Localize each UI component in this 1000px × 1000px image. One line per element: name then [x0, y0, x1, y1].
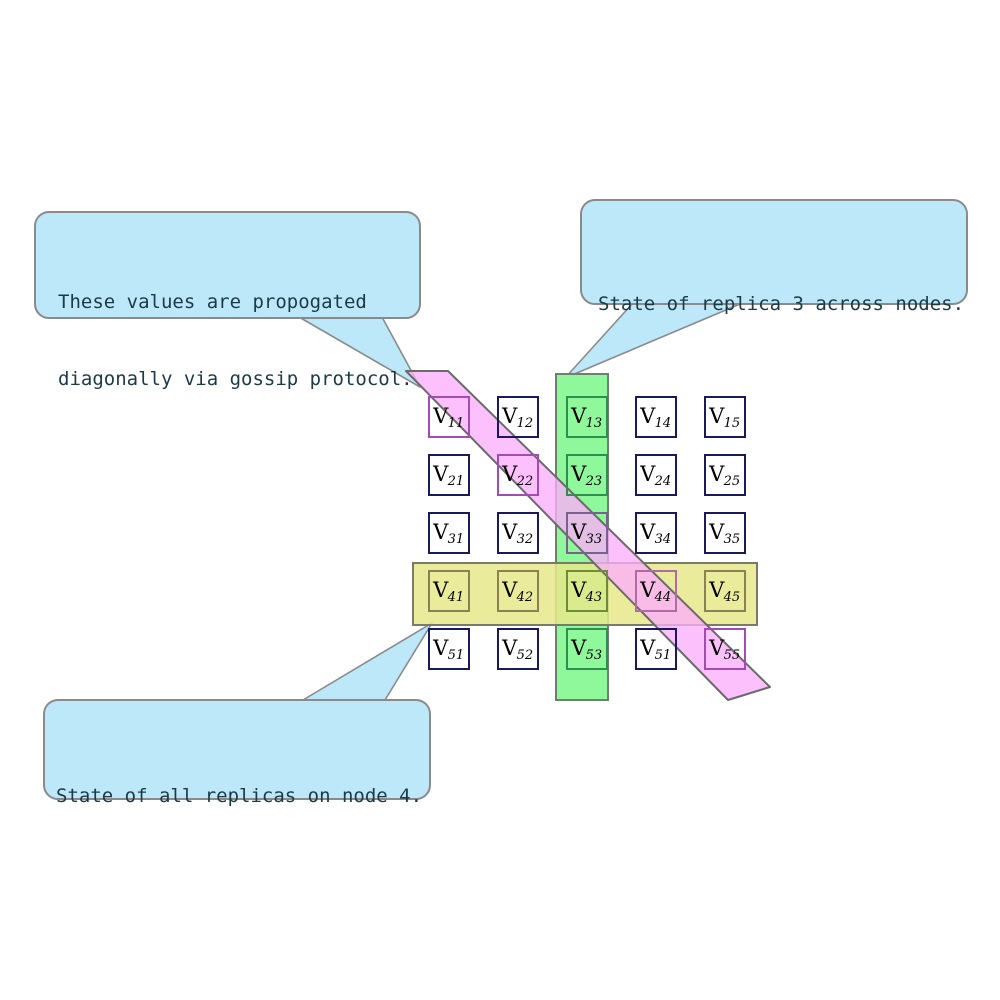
node4-callout-text: State of all replicas on node 4. — [56, 733, 422, 861]
value-cell-label: V11 — [433, 403, 465, 431]
value-cell-label: V42 — [502, 577, 534, 605]
value-cell-v45[interactable]: V45 — [704, 570, 746, 612]
value-cell-label: V53 — [571, 635, 603, 663]
value-cell-label: V44 — [640, 577, 672, 605]
value-cell-v25[interactable]: V25 — [704, 454, 746, 496]
value-cell-label: V12 — [502, 403, 534, 431]
value-cell-v22[interactable]: V22 — [497, 454, 539, 496]
value-cell-label: V32 — [502, 519, 534, 547]
value-cell-v24[interactable]: V24 — [635, 454, 677, 496]
value-cell-v14[interactable]: V14 — [635, 396, 677, 438]
value-cell-label: V51 — [433, 635, 465, 663]
value-cell-v41[interactable]: V41 — [428, 570, 470, 612]
value-cell-v52[interactable]: V52 — [497, 628, 539, 670]
value-cell-v51[interactable]: V51 — [428, 628, 470, 670]
value-cell-label: V45 — [709, 577, 741, 605]
value-cell-v53[interactable]: V53 — [566, 628, 608, 670]
value-cell-v21[interactable]: V21 — [428, 454, 470, 496]
value-cell-label: V21 — [433, 461, 465, 489]
replica3-callout-text: State of replica 3 across nodes. — [598, 241, 965, 369]
value-cell-label: V35 — [709, 519, 741, 547]
value-cell-v13[interactable]: V13 — [566, 396, 608, 438]
value-cell-v33[interactable]: V33 — [566, 512, 608, 554]
value-cell-v15[interactable]: V15 — [704, 396, 746, 438]
value-cell-label: V55 — [709, 635, 741, 663]
value-cell-v32[interactable]: V32 — [497, 512, 539, 554]
value-cell-v44[interactable]: V44 — [635, 570, 677, 612]
value-cell-v34[interactable]: V34 — [635, 512, 677, 554]
value-cell-label: V52 — [502, 635, 534, 663]
value-cell-label: V41 — [433, 577, 465, 605]
value-cell-v43[interactable]: V43 — [566, 570, 608, 612]
gossip-callout-line-2: diagonally via gossip protocol. — [58, 368, 413, 391]
value-cell-label: V25 — [709, 461, 741, 489]
value-cell-label: V14 — [640, 403, 672, 431]
value-cell-label: V15 — [709, 403, 741, 431]
value-cell-label: V22 — [502, 461, 534, 489]
value-cell-label: V31 — [433, 519, 465, 547]
value-cell-v31[interactable]: V31 — [428, 512, 470, 554]
value-cell-label: V43 — [571, 577, 603, 605]
value-cell-v11[interactable]: V11 — [428, 396, 470, 438]
gossip-callout-line-1: These values are propogated — [58, 291, 367, 314]
node4-callout-line-1: State of all replicas on node 4. — [56, 785, 423, 808]
value-cell-v23[interactable]: V23 — [566, 454, 608, 496]
value-cell-label: V13 — [571, 403, 603, 431]
value-cell-v42[interactable]: V42 — [497, 570, 539, 612]
replica3-callout-line-1: State of replica 3 across nodes. — [598, 293, 965, 316]
value-cell-label: V51 — [640, 635, 672, 663]
value-cell-label: V23 — [571, 461, 603, 489]
value-cell-label: V34 — [640, 519, 672, 547]
node4-callout-tail — [302, 622, 433, 701]
value-cell-v51[interactable]: V51 — [635, 628, 677, 670]
value-cell-v35[interactable]: V35 — [704, 512, 746, 554]
value-cell-v12[interactable]: V12 — [497, 396, 539, 438]
value-cell-label: V33 — [571, 519, 603, 547]
value-cell-v55[interactable]: V55 — [704, 628, 746, 670]
gossip-callout-text: These values are propogated diagonally v… — [58, 239, 413, 444]
value-cell-label: V24 — [640, 461, 672, 489]
